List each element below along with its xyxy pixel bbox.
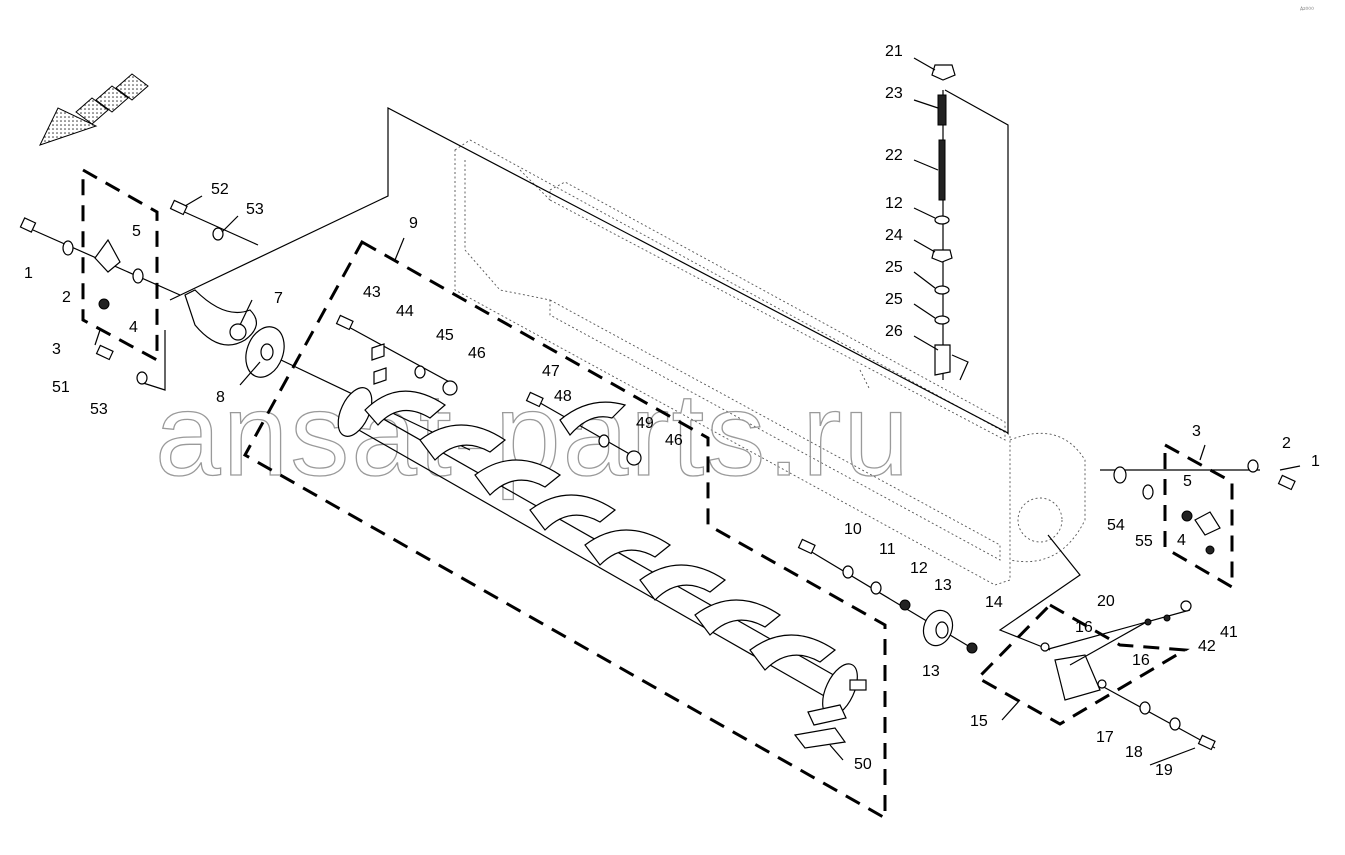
callout-12-lower: 12 [910, 560, 928, 577]
callout-3-left: 3 [52, 341, 61, 358]
callout-26: 26 [885, 323, 903, 340]
callout-21: 21 [885, 43, 903, 60]
callout-46-upper: 46 [468, 345, 486, 362]
callout-9: 9 [409, 215, 418, 232]
callout-44: 44 [396, 303, 414, 320]
callout-5-right: 5 [1183, 473, 1192, 490]
callout-16-lower: 16 [1132, 652, 1150, 669]
group-boxes [81, 167, 1234, 821]
callout-19: 19 [1155, 762, 1173, 779]
callout-13-upper: 13 [934, 577, 952, 594]
left-bearing-parts [19, 199, 285, 385]
callout-23: 23 [885, 85, 903, 102]
callout-4-right: 4 [1177, 532, 1186, 549]
callout-18: 18 [1125, 744, 1143, 761]
callout-11: 11 [879, 541, 896, 558]
callout-17: 17 [1096, 729, 1114, 746]
callout-48: 48 [554, 388, 572, 405]
callout-12-upper: 12 [885, 195, 903, 212]
callout-4-left: 4 [129, 319, 138, 336]
callout-7: 7 [274, 290, 283, 307]
callout-22: 22 [885, 147, 903, 164]
callout-14: 14 [985, 594, 1003, 611]
callout-43: 43 [363, 284, 381, 301]
auger-fasteners [335, 314, 642, 466]
callout-5-left: 5 [132, 223, 141, 240]
direction-arrow-icon [39, 73, 149, 146]
tension-rod-stack [931, 64, 969, 381]
callout-leaders [94, 57, 1301, 766]
auger-assembly [337, 387, 867, 749]
callout-53-upper: 53 [246, 201, 264, 218]
callout-15: 15 [970, 713, 988, 730]
callout-25-upper: 25 [885, 259, 903, 276]
callout-53-lower: 53 [90, 401, 108, 418]
callout-1-left: 1 [24, 265, 33, 282]
callout-45: 45 [436, 327, 454, 344]
right-bearing-parts [1113, 459, 1296, 555]
drive-parts [797, 538, 1216, 751]
callout-25-lower: 25 [885, 291, 903, 308]
callout-46-lower: 46 [665, 432, 683, 449]
callout-51: 51 [52, 379, 70, 396]
callout-2-left: 2 [62, 289, 71, 306]
leader-lines [32, 89, 1260, 749]
callout-49: 49 [636, 415, 654, 432]
callout-42: 42 [1198, 638, 1216, 655]
callout-2-right: 2 [1282, 435, 1291, 452]
callout-54: 54 [1107, 517, 1125, 534]
callout-52: 52 [211, 181, 229, 198]
callout-13-lower: 13 [922, 663, 940, 680]
callout-labels: 1 2 3 4 5 7 8 9 10 11 12 13 14 15 16 17 … [24, 43, 1320, 779]
callout-24: 24 [885, 227, 903, 244]
callout-8: 8 [216, 389, 225, 406]
callout-10: 10 [844, 521, 862, 538]
callout-50: 50 [854, 756, 872, 773]
callout-55: 55 [1135, 533, 1153, 550]
corner-mark: ᴬ²⁰⁰⁰ [1299, 6, 1314, 14]
callout-16-upper: 16 [1075, 619, 1093, 636]
callout-20: 20 [1097, 593, 1115, 610]
callout-47: 47 [542, 363, 560, 380]
callout-1-right: 1 [1311, 453, 1320, 470]
callout-3-right: 3 [1192, 423, 1201, 440]
callout-41: 41 [1220, 624, 1238, 641]
